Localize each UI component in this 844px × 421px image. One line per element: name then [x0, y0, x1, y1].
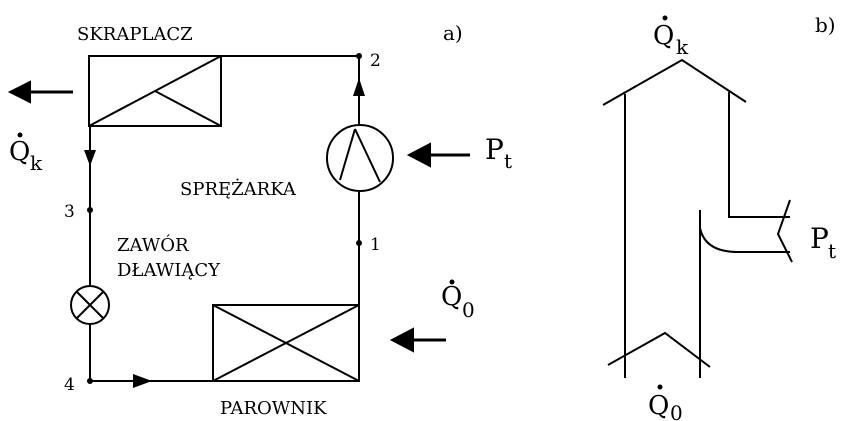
state-point-1-label: 1: [370, 235, 381, 255]
compressor-label: SPRĘŻARKA: [180, 177, 297, 200]
dot-accent-icon: [657, 384, 663, 390]
condenser-box: [88, 55, 222, 127]
heat-in-symbol: Q: [441, 282, 462, 312]
dot-accent-icon: [17, 132, 23, 138]
dot-accent-icon: [662, 15, 668, 21]
panel-b-bottom-subscript: 0: [670, 401, 683, 421]
heat-in-label: Q 0: [441, 279, 475, 322]
power-subscript: t: [504, 149, 512, 173]
state-point-dots: [87, 53, 362, 384]
panel-b-power-symbol: P: [810, 222, 829, 255]
flow-arrow-right: [133, 374, 152, 388]
power-in-arrow: [406, 142, 470, 168]
state-point-4-label: 4: [64, 375, 75, 395]
flow-arrow-up: [353, 78, 365, 96]
sankey-right-edge-upper: [728, 92, 790, 218]
heat-out-symbol: Q: [9, 137, 30, 167]
panel-b-top-symbol: Q: [653, 21, 674, 51]
heat-in-subscript: 0: [462, 298, 475, 322]
panel-b: [602, 58, 793, 378]
panel-b-tag: b): [815, 13, 836, 37]
panel-a-labels: SKRAPLACZ a) SPRĘŻARKA ZAWÓR DŁAWIĄCY PA…: [9, 21, 512, 419]
sankey-bottom-chevron: [607, 331, 711, 368]
power-symbol: P: [485, 133, 504, 166]
flow-arrow-down: [84, 150, 96, 166]
valve-label-line2: DŁAWIĄCY: [117, 260, 221, 281]
panel-b-top-label: Q k: [653, 15, 689, 59]
panel-a-arrows: [7, 78, 470, 388]
heat-out-subscript: k: [30, 151, 43, 175]
panel-a: [70, 55, 394, 382]
panel-a-tag: a): [443, 21, 463, 45]
panel-b-bottom-label: Q 0: [648, 384, 683, 421]
panel-b-labels: b) Q k P t Q 0: [648, 13, 836, 421]
panel-b-power-label: P t: [810, 222, 836, 263]
evaporator-box: [212, 304, 360, 382]
throttle-valve-symbol: [70, 285, 110, 325]
valve-label-line1: ZAWÓR: [117, 233, 189, 256]
state-point-3-dot: [87, 207, 93, 213]
dot-accent-icon: [449, 279, 455, 285]
sankey-power-chevron: [776, 199, 793, 263]
condenser-label: SKRAPLACZ: [77, 24, 193, 45]
heat-in-arrow: [389, 327, 446, 353]
state-point-3-label: 3: [64, 202, 75, 222]
state-point-1-dot: [356, 240, 362, 246]
evaporator-label: PAROWNIK: [220, 398, 327, 419]
heat-out-label: Q k: [9, 132, 43, 175]
sankey-top-chevron: [602, 58, 747, 106]
compressor-symbol: [326, 124, 394, 192]
power-label: P t: [485, 133, 512, 173]
state-point-2-dot: [356, 53, 362, 59]
panel-b-power-subscript: t: [828, 239, 836, 263]
panel-b-top-subscript: k: [676, 35, 689, 59]
state-point-4-dot: [87, 378, 93, 384]
panel-b-bottom-symbol: Q: [648, 391, 669, 421]
state-point-2-label: 2: [370, 51, 381, 71]
heat-out-arrow: [7, 80, 73, 104]
